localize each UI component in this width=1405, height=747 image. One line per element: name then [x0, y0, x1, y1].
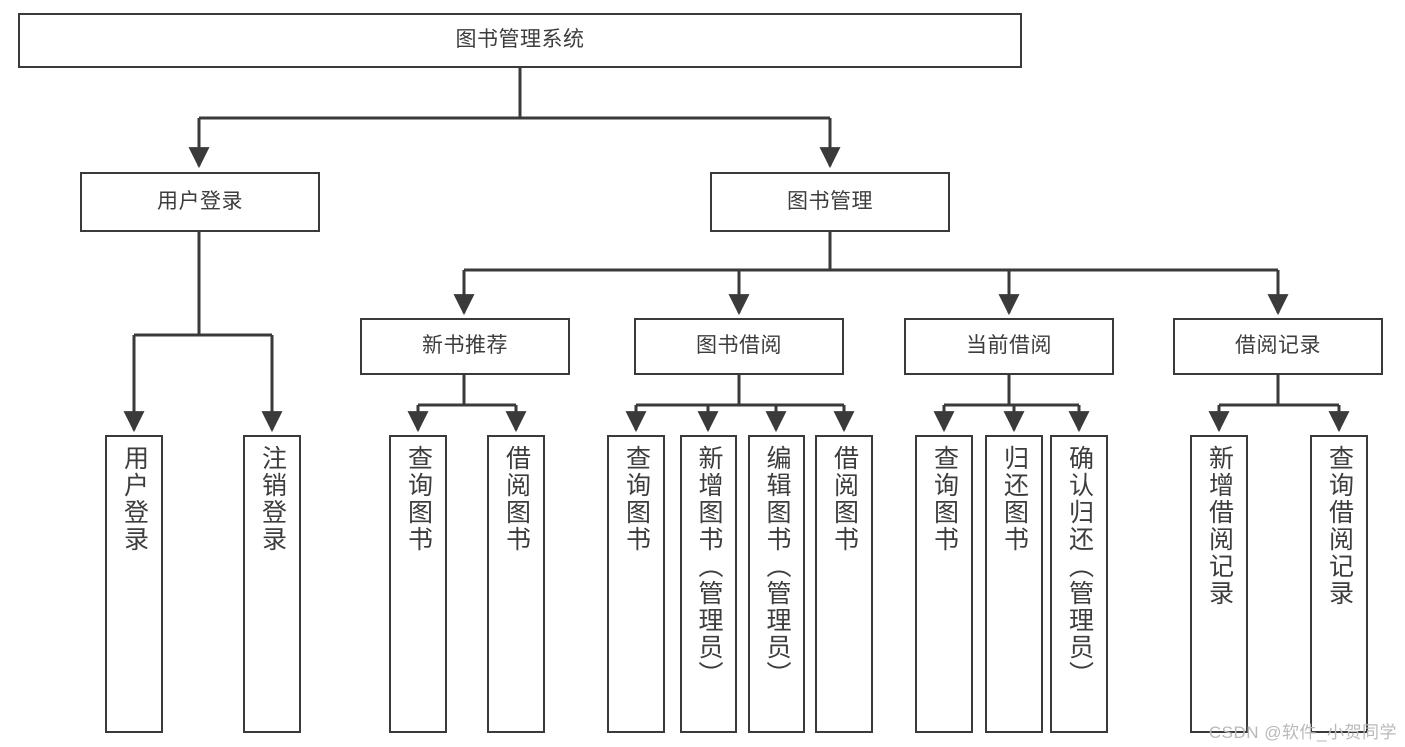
leaf-book-borrow-borrow-label: 借阅图书 — [830, 445, 859, 553]
leaf-current-borrow-return[interactable]: 归还图书 — [985, 435, 1043, 733]
leaf-new-book-query[interactable]: 查询图书 — [389, 435, 447, 733]
leaf-current-borrow-return-label: 归还图书 — [1000, 445, 1029, 553]
leaf-book-borrow-edit[interactable]: 编辑图书（管理员） — [748, 435, 805, 733]
node-current-borrow-label: 当前借阅 — [966, 334, 1052, 358]
node-user-login-label: 用户登录 — [157, 189, 243, 213]
leaf-book-borrow-borrow[interactable]: 借阅图书 — [815, 435, 873, 733]
leaf-current-borrow-confirm-label: 确认归还（管理员） — [1065, 445, 1094, 688]
leaf-current-borrow-confirm[interactable]: 确认归还（管理员） — [1050, 435, 1108, 733]
node-new-book-recommend-label: 新书推荐 — [422, 334, 508, 358]
node-root[interactable]: 图书管理系统 — [18, 13, 1022, 68]
leaf-new-book-query-label: 查询图书 — [404, 445, 433, 553]
leaf-current-borrow-query[interactable]: 查询图书 — [915, 435, 973, 733]
leaf-book-borrow-add[interactable]: 新增图书（管理员） — [680, 435, 737, 733]
node-new-book-recommend[interactable]: 新书推荐 — [360, 318, 570, 375]
node-borrow-record-label: 借阅记录 — [1235, 334, 1321, 358]
leaf-new-book-borrow[interactable]: 借阅图书 — [487, 435, 545, 733]
node-book-manage-label: 图书管理 — [787, 189, 873, 213]
leaf-user-login-logout[interactable]: 注销登录 — [243, 435, 301, 733]
leaf-borrow-record-add[interactable]: 新增借阅记录 — [1190, 435, 1248, 733]
node-book-borrow[interactable]: 图书借阅 — [634, 318, 844, 375]
leaf-borrow-record-query[interactable]: 查询借阅记录 — [1310, 435, 1368, 733]
leaf-book-borrow-edit-label: 编辑图书（管理员） — [763, 445, 791, 688]
node-borrow-record[interactable]: 借阅记录 — [1173, 318, 1383, 375]
leaf-borrow-record-add-label: 新增借阅记录 — [1205, 445, 1234, 607]
node-user-login[interactable]: 用户登录 — [80, 172, 320, 232]
leaf-user-login-login[interactable]: 用户登录 — [105, 435, 163, 733]
leaf-current-borrow-query-label: 查询图书 — [930, 445, 959, 553]
node-book-manage[interactable]: 图书管理 — [710, 172, 950, 232]
node-current-borrow[interactable]: 当前借阅 — [904, 318, 1114, 375]
leaf-book-borrow-query[interactable]: 查询图书 — [607, 435, 665, 733]
leaf-borrow-record-query-label: 查询借阅记录 — [1325, 445, 1354, 607]
leaf-user-login-logout-label: 注销登录 — [258, 445, 287, 553]
node-book-borrow-label: 图书借阅 — [696, 334, 782, 358]
leaf-book-borrow-add-label: 新增图书（管理员） — [695, 445, 723, 688]
leaf-user-login-login-label: 用户登录 — [120, 445, 149, 553]
node-root-label: 图书管理系统 — [455, 28, 585, 52]
csdn-watermark: CSDN @软件_小贺同学 — [1208, 723, 1397, 742]
leaf-book-borrow-query-label: 查询图书 — [622, 445, 651, 553]
leaf-new-book-borrow-label: 借阅图书 — [502, 445, 531, 553]
